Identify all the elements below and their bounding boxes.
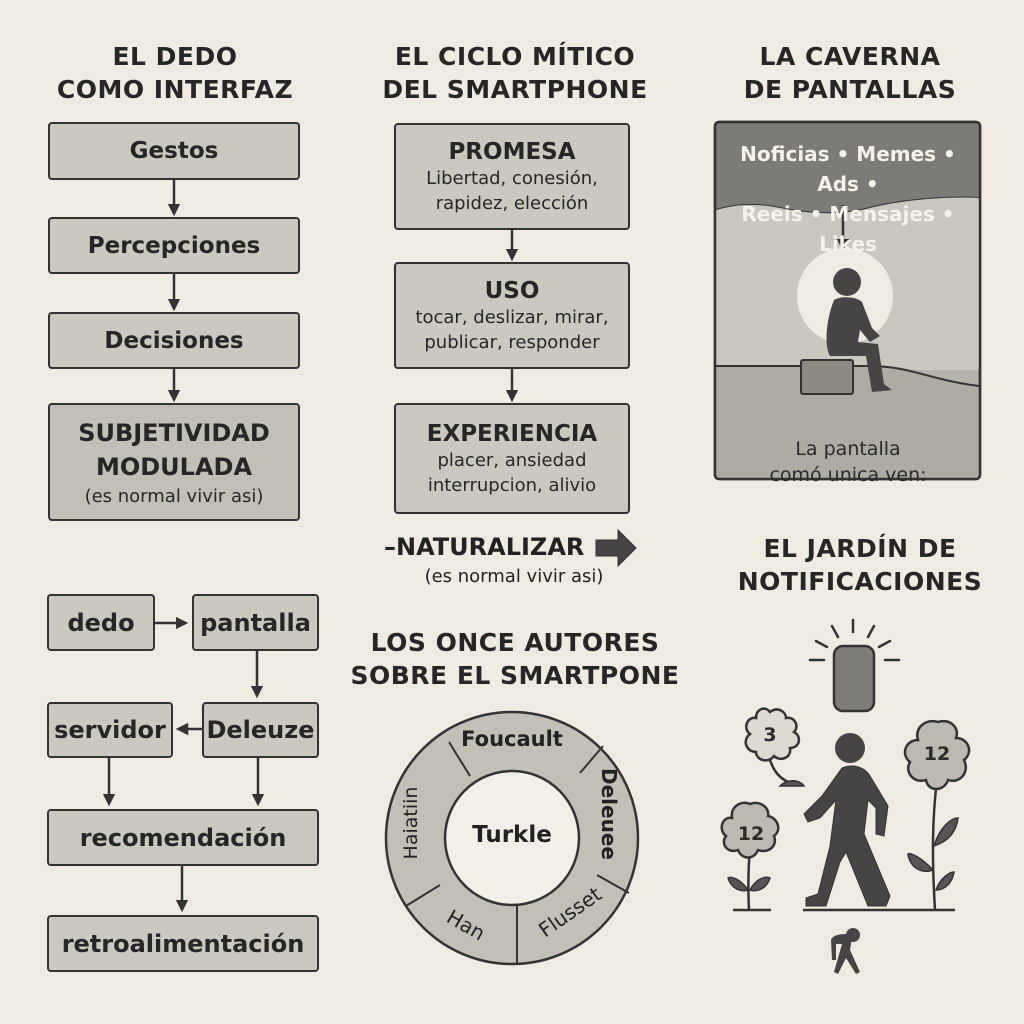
step-percepciones: Percepciones [48,217,300,274]
flower-icon [720,801,780,859]
stage-line1: tocar, deslizar, mirar, [415,306,609,328]
authors-ring [384,710,640,966]
small-bowed-person-icon [831,928,860,974]
final-note: (es normal vivir asi) [84,485,264,507]
author-center-turkle: Turkle [452,822,572,848]
jardin-title-line2: NOTIFICACIONES [737,567,983,596]
final-line1: SUBJETIVIDAD [78,418,270,447]
node-label: pantalla [200,608,311,637]
ciclo-title: EL CICLO MÍTICO DEL SMARTPHONE [355,40,675,106]
walking-person-head [835,733,865,763]
stage-experiencia: EXPERIENCIA placer, ansiedad interrupcio… [394,403,630,514]
caverna-title-line1: LA CAVERNA [759,42,941,71]
author-segment-haiatiin: Haiatiin [400,768,422,878]
cave-caption: La pantalla comó unica ven: [716,436,980,488]
flower-left-12: 12 [720,801,780,911]
ring-divider [596,874,630,894]
flower-count-12: 12 [924,743,950,765]
node-deleuze: Deleuze [202,702,319,758]
ring-divider [448,741,471,777]
seat-box [800,359,854,395]
final-line2: MODULADA [95,452,253,481]
node-label: Deleuze [206,716,315,744]
flower-icon [903,719,971,791]
cave-screen-band [716,123,979,214]
ring-center [443,769,581,907]
flower-right-12: 12 [903,719,971,911]
ring-divider [405,884,441,907]
autores-title-line1: LOS ONCE AUTORES [370,628,660,657]
flower-count-3: 3 [763,724,776,746]
cave-caption-line2: comó unica ven: [769,464,927,486]
autores-title: LOS ONCE AUTORES SOBRE EL SMARTPONE [350,626,680,692]
naturalizar-note-text: (es normal vivir asi) [424,566,604,587]
step-subjetividad-modulada: SUBJETIVIDAD MODULADA (es normal vivir a… [48,403,300,521]
screen-glow [797,248,893,344]
caverna-title: LA CAVERNA DE PANTALLAS [690,40,1010,106]
cave-caption-line1: La pantalla [795,438,901,460]
step-label: Decisiones [104,327,244,354]
stage-line2: interrupcion, alivio [427,474,597,496]
stage-line1: placer, ansiedad [437,449,587,471]
jardin-title-line1: EL JARDÍN DE [763,534,957,563]
autores-title-line2: SOBRE EL SMARTPONE [350,661,680,690]
dedo-title-line1: EL DEDO [112,42,238,71]
stage-line2: rapidez, elección [435,192,589,214]
naturalizar-arrow-icon [595,528,637,568]
node-servidor: servidor [47,702,173,758]
flower-count-12b: 12 [738,823,764,845]
step-gestos: Gestos [48,122,300,180]
cave-feed-line2: Reeis • Mensajes • Likes [741,202,955,256]
author-segment-foucault: Foucault [452,727,572,751]
node-label: retroalimentación [61,929,305,958]
step-label: Gestos [129,138,219,164]
naturalizar-note: (es normal vivir asi) [384,566,644,587]
ciclo-title-line2: DEL SMARTPHONE [382,75,648,104]
seated-person-icon [826,297,892,392]
step-decisiones: Decisiones [48,312,300,369]
node-retroalimentacion: retroalimentación [47,915,319,972]
garden-illustration: 3 12 12 [720,618,971,974]
stage-uso: USO tocar, deslizar, mirar, publicar, re… [394,262,630,369]
stage-label: PROMESA [448,138,576,165]
node-label: servidor [54,716,166,744]
naturalizar-label: –NATURALIZAR [384,533,594,561]
cave-feed-text: Noficias • Memes • Ads • Reeis • Mensaje… [716,139,980,259]
stage-label: EXPERIENCIA [426,420,598,447]
flower-icon [744,707,801,762]
walking-person-icon [803,765,891,907]
smartphone-icon [832,644,876,713]
jardin-title: EL JARDÍN DE NOTIFICACIONES [700,532,1020,598]
stage-line2: publicar, responder [424,331,600,353]
author-label: Haiatiin [400,786,422,860]
node-recomendacion: recomendación [47,809,319,866]
stage-label: USO [484,277,540,304]
author-label: Turkle [472,822,552,848]
stage-line1: Libertad, conesión, [426,167,598,189]
node-dedo: dedo [47,594,155,651]
stage-promesa: PROMESA Libertad, conesión, rapidez, ele… [394,123,630,230]
seated-person-head [833,268,861,296]
flujo-arrows [102,616,265,913]
caverna-title-line2: DE PANTALLAS [743,75,957,104]
dedo-title-line2: COMO INTERFAZ [56,75,294,104]
dedo-title: EL DEDO COMO INTERFAZ [20,40,330,106]
ciclo-title-line1: EL CICLO MÍTICO [394,42,636,71]
ring-divider [579,745,604,774]
node-label: recomendación [79,823,287,852]
author-label: Deleuee [597,768,621,860]
notification-rays-icon [808,618,901,662]
cave-feed-line1: Noficias • Memes • Ads • [740,142,956,196]
cave-illustration [713,120,982,481]
naturalizar-text: –NATURALIZAR [384,533,585,561]
flower-small-3: 3 [744,707,806,787]
author-label: Foucault [461,727,563,751]
node-pantalla: pantalla [192,594,319,651]
node-label: dedo [67,608,135,637]
step-label: Percepciones [87,232,261,259]
author-segment-deleuee: Deleuee [597,759,621,869]
